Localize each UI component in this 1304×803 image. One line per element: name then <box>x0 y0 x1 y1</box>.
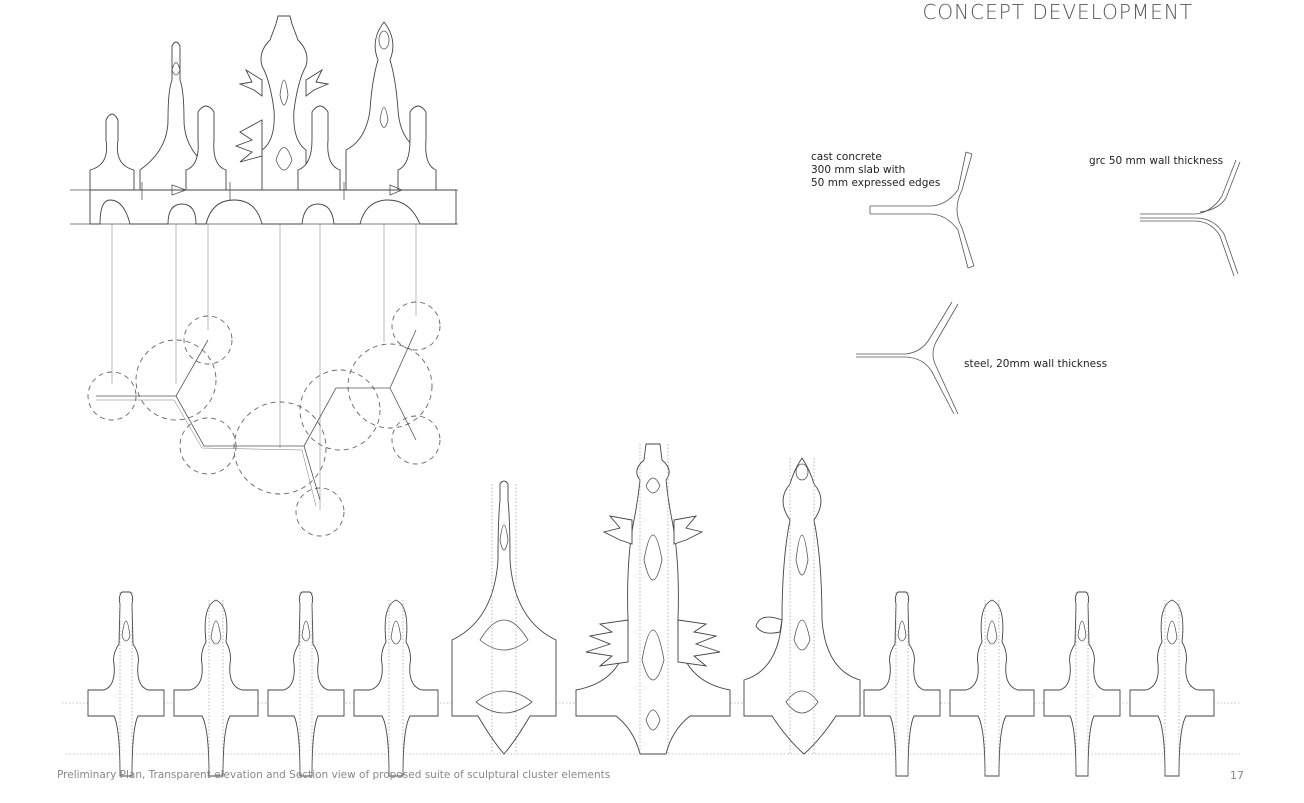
lower-elevation <box>62 443 1240 777</box>
figure-caption: Preliminary Plan, Transparent elevation … <box>57 769 611 781</box>
section-cast-concrete <box>869 151 975 269</box>
section-steel <box>856 301 959 415</box>
page-number: 17 <box>1230 769 1244 782</box>
upper-elevation <box>70 15 458 510</box>
page-title: CONCEPT DEVELOPMENT <box>922 0 1193 24</box>
plan-view <box>87 301 441 537</box>
label-cast-concrete: cast concrete 300 mm slab with 50 mm exp… <box>811 151 941 189</box>
label-steel: steel, 20mm wall thickness <box>964 358 1108 370</box>
label-grc: grc 50 mm wall thickness <box>1089 155 1224 167</box>
section-grc <box>1140 159 1241 277</box>
